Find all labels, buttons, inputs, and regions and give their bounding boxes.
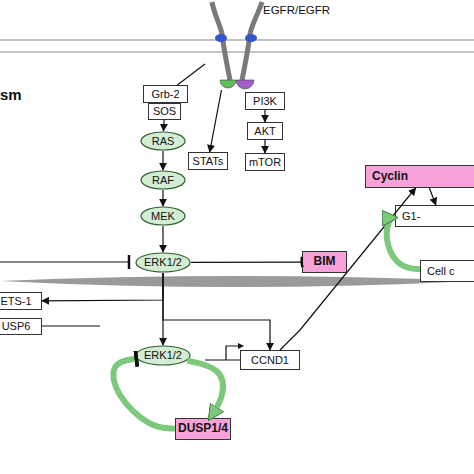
signal-arrow — [162, 273, 163, 345]
feedback-line — [42, 325, 100, 326]
kinase-box: mTOR — [245, 153, 285, 171]
node-text: MEK — [151, 210, 175, 222]
nuclear-envelope — [0, 276, 474, 287]
kinase-domain — [236, 80, 254, 89]
node-text: EGFR/EGFR — [263, 4, 330, 17]
feedback-arrow — [113, 359, 175, 429]
kinase-oval: MEK — [140, 206, 186, 226]
factor-box: ETS-1 — [0, 292, 42, 310]
ligand-oval — [215, 34, 227, 42]
signal-arrow — [42, 273, 163, 301]
ligand-oval — [245, 34, 257, 42]
oval-shape — [141, 132, 185, 150]
node-text: DUSP1/4 — [178, 422, 228, 435]
oval-shape — [136, 346, 190, 365]
kinase-oval: ERK1/2 — [135, 252, 191, 273]
receptor-chain — [212, 2, 230, 80]
promoter-arrow — [226, 346, 238, 360]
node-text: STATs — [193, 155, 224, 167]
receptor-chain — [242, 2, 262, 80]
signal-arrow — [264, 110, 265, 122]
node-text: SOS — [153, 105, 176, 117]
node-text: RAF — [152, 174, 174, 186]
kinase-box: PI3K — [245, 92, 285, 110]
adaptor-box: SOS — [148, 103, 181, 120]
kinase-oval: RAF — [140, 170, 186, 190]
target-box: DUSP1/4 — [175, 418, 231, 440]
signal-arrow — [162, 226, 163, 252]
signal-arrow — [264, 140, 265, 153]
node-text: USP6 — [2, 320, 31, 332]
oval-shape — [136, 253, 190, 272]
signal-arrow — [163, 120, 165, 131]
inhibition-bar — [128, 255, 131, 269]
kinase-oval: ERK1/2 — [135, 345, 191, 366]
membrane-line — [0, 39, 474, 40]
kinase-oval: RAS — [140, 131, 186, 151]
signal-arrow — [429, 188, 435, 205]
signal-arrow — [162, 151, 163, 170]
signal-arrow — [163, 273, 270, 350]
kinase-box: AKT — [247, 122, 283, 140]
signal-arrow — [191, 261, 302, 263]
node-text: CCND1 — [251, 354, 289, 366]
target-box: BIM — [302, 251, 347, 273]
oval-shape — [141, 207, 185, 225]
node-text: RAS — [152, 135, 175, 147]
signal-arrow — [210, 90, 222, 152]
gene-box: CCND1 — [240, 350, 300, 370]
node-text: Cyclin — [372, 170, 408, 183]
feedback-arrow — [387, 218, 420, 269]
node-text: AKT — [254, 125, 275, 137]
node-text: BIM — [314, 255, 336, 268]
adaptor-box: Grb-2 — [143, 85, 188, 103]
target-box: Cyclin — [365, 165, 474, 188]
node-text: ERK1/2 — [144, 349, 182, 361]
phase-box: G1- — [395, 205, 474, 227]
region-label: sm — [0, 86, 22, 103]
promoter-arrowhead — [238, 343, 244, 349]
signal-arrow — [162, 190, 163, 206]
node-text: ERK1/2 — [144, 256, 182, 268]
egfr-receptor — [212, 2, 262, 89]
node-text: PI3K — [253, 95, 277, 107]
factor-box: STATs — [188, 152, 228, 170]
factor-box: USP6 — [0, 318, 42, 335]
node-text: G1- — [402, 210, 420, 222]
node-text: mTOR — [249, 156, 281, 168]
node-text: Cell c — [427, 265, 455, 277]
membrane-line — [0, 51, 474, 52]
node-text: ETS-1 — [0, 295, 31, 307]
signal-arrow — [280, 188, 416, 350]
signal-arrow — [177, 64, 205, 85]
feedback-arrow — [187, 361, 223, 418]
oval-shape — [141, 171, 185, 189]
inhibition-line — [0, 261, 128, 262]
receptor: EGFR/EGFR — [205, 0, 255, 90]
kinase-domain — [220, 80, 236, 88]
node-text: Grb-2 — [151, 88, 179, 100]
gene-line — [205, 359, 240, 360]
phase-box: Cell c — [420, 260, 474, 282]
